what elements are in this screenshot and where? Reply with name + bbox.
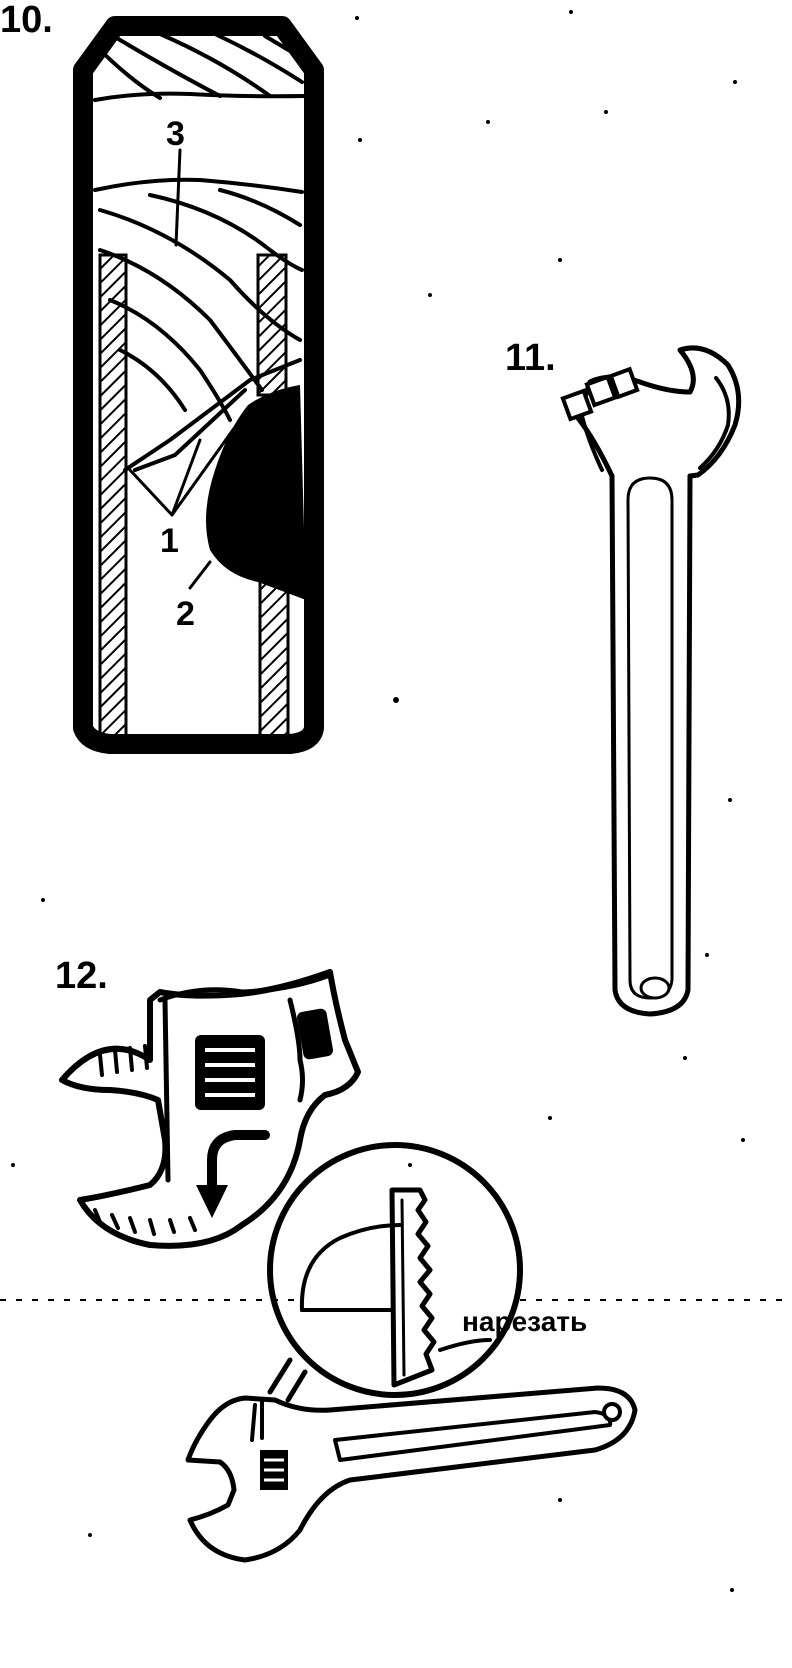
wrench-hang-hole <box>639 976 671 1000</box>
wrench-handle <box>609 473 693 1017</box>
top-wood-block <box>93 32 307 102</box>
left-wall-section <box>98 253 128 747</box>
figure-11: 11. <box>505 337 742 1017</box>
right-wall-upper-section <box>256 253 288 397</box>
knurled-nut <box>297 1008 333 1060</box>
tube-outer-wall <box>73 16 324 754</box>
leader-1 <box>128 418 242 517</box>
wrench-grip-blocks <box>560 366 640 422</box>
right-wall-lower-section <box>258 578 290 747</box>
label-3: 3 <box>166 115 185 153</box>
figure-12-number: 12. <box>55 955 108 997</box>
worm-gear <box>195 1035 265 1110</box>
wrench-handle-groove <box>626 476 674 1000</box>
figure-11-number: 11. <box>505 337 556 379</box>
black-bulge <box>206 385 306 600</box>
leader-2 <box>188 560 212 590</box>
leader-3 <box>174 148 182 247</box>
callout-leader <box>438 1338 492 1352</box>
direction-arrow <box>207 1130 270 1200</box>
inner-wood-plug <box>93 177 304 472</box>
figure-10-number: 10. <box>0 0 53 41</box>
label-1: 1 <box>160 522 179 560</box>
scan-noise <box>11 10 745 1592</box>
figure-12: 12. нарезать <box>55 955 638 1563</box>
small-adjustable-wrench <box>185 1385 638 1563</box>
adjustable-wrench-head <box>59 969 361 1249</box>
callout-label: нарезать <box>462 1306 587 1337</box>
label-2: 2 <box>176 595 195 633</box>
figure-10: 10. <box>0 0 324 754</box>
wrench-head <box>575 345 742 479</box>
serrated-jaw <box>389 1187 437 1388</box>
